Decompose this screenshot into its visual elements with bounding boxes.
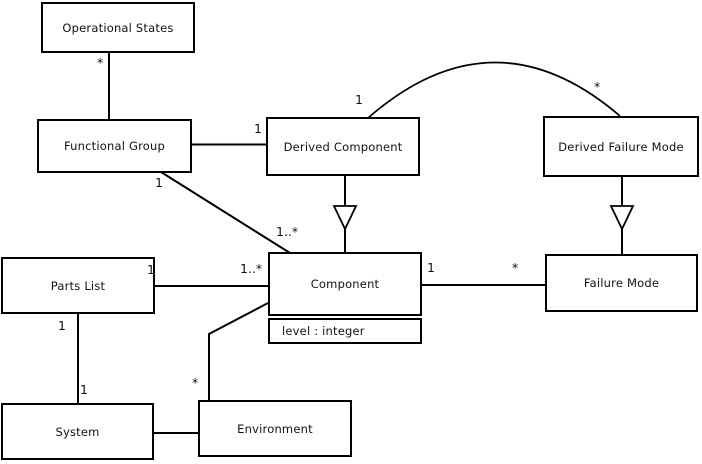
multiplicity-system-top: 1 [80, 382, 88, 397]
generalization-triangle-icon [332, 205, 358, 232]
assoc-functional-group-component [160, 171, 291, 254]
multiplicity-arc-derived-failure-mode-end: * [594, 79, 601, 94]
class-name: Failure Mode [583, 276, 660, 290]
multiplicity-functional-group-diagonal: 1 [155, 175, 163, 190]
multiplicity-environment-top: * [192, 375, 199, 390]
class-derived-failure-mode: Derived Failure Mode [543, 116, 699, 177]
class-component: Component [268, 252, 422, 316]
class-name: System [55, 424, 100, 439]
class-name: Environment [237, 421, 313, 436]
multiplicity-parts-list-bottom: 1 [58, 318, 66, 333]
multiplicity-derived-component-left: 1 [254, 121, 262, 136]
multiplicity-arc-derived-component-end: 1 [355, 92, 363, 107]
generalization-derived-component-component [332, 176, 358, 252]
assoc-derived-component-derived-failure-mode-arc [367, 61, 621, 119]
multiplicity-component-right: 1 [427, 260, 435, 275]
class-functional-group: Functional Group [37, 119, 192, 173]
class-name: Derived Component [283, 139, 403, 154]
multiplicity-failure-mode-left: * [512, 260, 519, 275]
class-name: Functional Group [63, 139, 166, 153]
class-system: System [1, 403, 154, 460]
multiplicity-operational-states: * [97, 55, 104, 70]
class-parts-list: Parts List [1, 257, 155, 314]
multiplicity-component-diagonal: 1..* [276, 224, 299, 239]
attribute-label: level : integer [282, 324, 365, 338]
class-operational-states: Operational States [41, 2, 195, 53]
class-derived-component: Derived Component [266, 117, 420, 176]
class-name: Operational States [62, 20, 174, 35]
class-failure-mode: Failure Mode [545, 254, 698, 312]
assoc-component-environment [208, 302, 269, 400]
multiplicity-component-left: 1..* [240, 261, 263, 276]
class-component-attributes: level : integer [268, 318, 422, 344]
class-environment: Environment [198, 400, 352, 457]
generalization-triangle-icon [609, 205, 635, 232]
class-name: Component [310, 277, 380, 291]
generalization-derived-failure-mode-failure-mode [609, 177, 635, 254]
class-name: Derived Failure Mode [558, 139, 684, 154]
class-name: Parts List [50, 278, 106, 293]
multiplicity-parts-list-right: 1 [147, 262, 155, 277]
